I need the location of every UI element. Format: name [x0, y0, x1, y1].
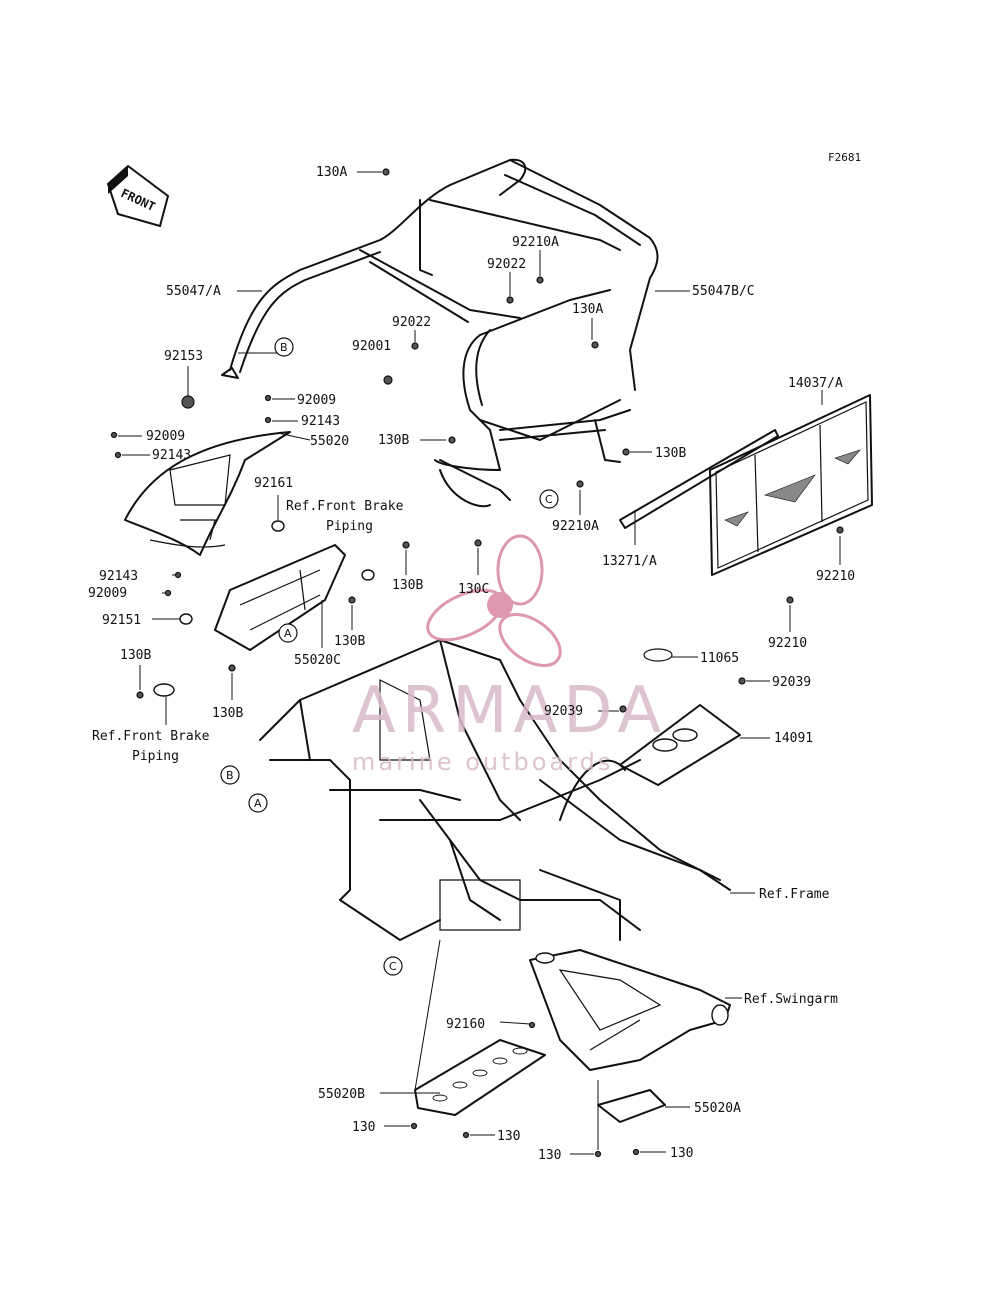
label-14091: 14091 — [774, 731, 813, 746]
marker-a-top: A — [278, 623, 298, 643]
label-92151: 92151 — [102, 613, 141, 628]
label-92210A-top: 92210A — [512, 235, 559, 250]
label-55020B: 55020B — [318, 1087, 365, 1102]
bracket-55020C-drawing — [214, 544, 346, 651]
label-130A-mid: 130A — [572, 302, 603, 317]
svg-text:B: B — [280, 341, 288, 354]
armada-watermark: ARMADA marine outboards — [352, 534, 667, 776]
marker-b-top: B — [274, 337, 294, 357]
label-130-a: 130 — [352, 1120, 375, 1135]
rail-13271-drawing — [619, 429, 779, 529]
svg-text:A: A — [254, 797, 262, 810]
label-55020A: 55020A — [694, 1101, 741, 1116]
label-92153: 92153 — [164, 349, 203, 364]
skid-plate-55020B-drawing — [414, 1039, 546, 1116]
label-130C: 130C — [458, 582, 489, 597]
label-92143-a: 92143 — [301, 414, 340, 429]
marker-a-bottom: A — [248, 793, 268, 813]
rear-carrier-mesh-drawing — [709, 394, 873, 576]
hardware-fasteners — [110, 168, 844, 1158]
label-11065: 11065 — [700, 651, 739, 666]
marker-c-bottom: C — [383, 956, 403, 976]
label-92009-a: 92009 — [297, 393, 336, 408]
marker-c-top: C — [539, 489, 559, 509]
svg-text:B: B — [226, 769, 234, 782]
label-ref-swingarm: Ref.Swingarm — [744, 992, 838, 1007]
label-ref-front-brake-2a: Ref.Front Brake — [92, 729, 210, 744]
label-130B-b: 130B — [655, 446, 686, 461]
label-130B-a: 130B — [378, 433, 409, 448]
label-55020C: 55020C — [294, 653, 341, 668]
label-130A-top: 130A — [316, 165, 347, 180]
swingarm-drawing — [529, 949, 731, 1071]
roll-bar-drawing — [221, 158, 659, 508]
label-92210A-mid: 92210A — [552, 519, 599, 534]
label-92161: 92161 — [254, 476, 293, 491]
label-92143-b: 92143 — [152, 448, 191, 463]
label-92022-a: 92022 — [487, 257, 526, 272]
label-14037A: 14037/A — [788, 376, 843, 391]
label-92160: 92160 — [446, 1017, 485, 1032]
propeller-logo-icon — [426, 534, 562, 667]
label-130B-f: 130B — [212, 706, 243, 721]
marker-b-bottom: B — [220, 765, 240, 785]
label-13271A: 13271/A — [602, 554, 657, 569]
leader-lines — [118, 171, 841, 1155]
label-92143-c: 92143 — [99, 569, 138, 584]
tray-14091-drawing — [619, 648, 741, 786]
label-92210-b: 92210 — [768, 636, 807, 651]
label-ref-front-brake-1a: Ref.Front Brake — [286, 499, 404, 514]
label-130-c: 130 — [538, 1148, 561, 1163]
label-55047A: 55047/A — [166, 284, 221, 299]
label-55047BC: 55047B/C — [692, 284, 755, 299]
label-130B-e: 130B — [120, 648, 151, 663]
skid-plate-55020A-drawing — [597, 1089, 666, 1123]
label-130-d: 130 — [670, 1146, 693, 1161]
front-fender-drawing — [124, 431, 291, 556]
main-frame-drawing — [259, 639, 731, 941]
label-92001: 92001 — [352, 339, 391, 354]
label-55020: 55020 — [310, 434, 349, 449]
svg-text:C: C — [545, 493, 553, 506]
label-130B-c: 130B — [392, 578, 423, 593]
svg-text:A: A — [284, 627, 292, 640]
svg-text:C: C — [389, 960, 397, 973]
label-92009-c: 92009 — [88, 586, 127, 601]
front-arrow-icon: FRONT — [106, 164, 170, 228]
label-92039-a: 92039 — [772, 675, 811, 690]
label-ref-frame: Ref.Frame — [759, 887, 830, 902]
label-92009-b: 92009 — [146, 429, 185, 444]
label-ref-front-brake-1b: Piping — [326, 519, 373, 534]
label-92039-b: 92039 — [544, 704, 583, 719]
figure-code: F2681 — [828, 151, 861, 164]
label-92022-b: 92022 — [392, 315, 431, 330]
label-130B-d: 130B — [334, 634, 365, 649]
part-labels: 130A 92210A 92022 55047/A 55047B/C 130A … — [88, 165, 855, 1163]
watermark-brand: ARMADA — [352, 674, 667, 748]
label-ref-front-brake-2b: Piping — [132, 749, 179, 764]
watermark-tagline: marine outboards — [352, 748, 613, 776]
label-92210-a: 92210 — [816, 569, 855, 584]
label-130-b: 130 — [497, 1129, 520, 1144]
